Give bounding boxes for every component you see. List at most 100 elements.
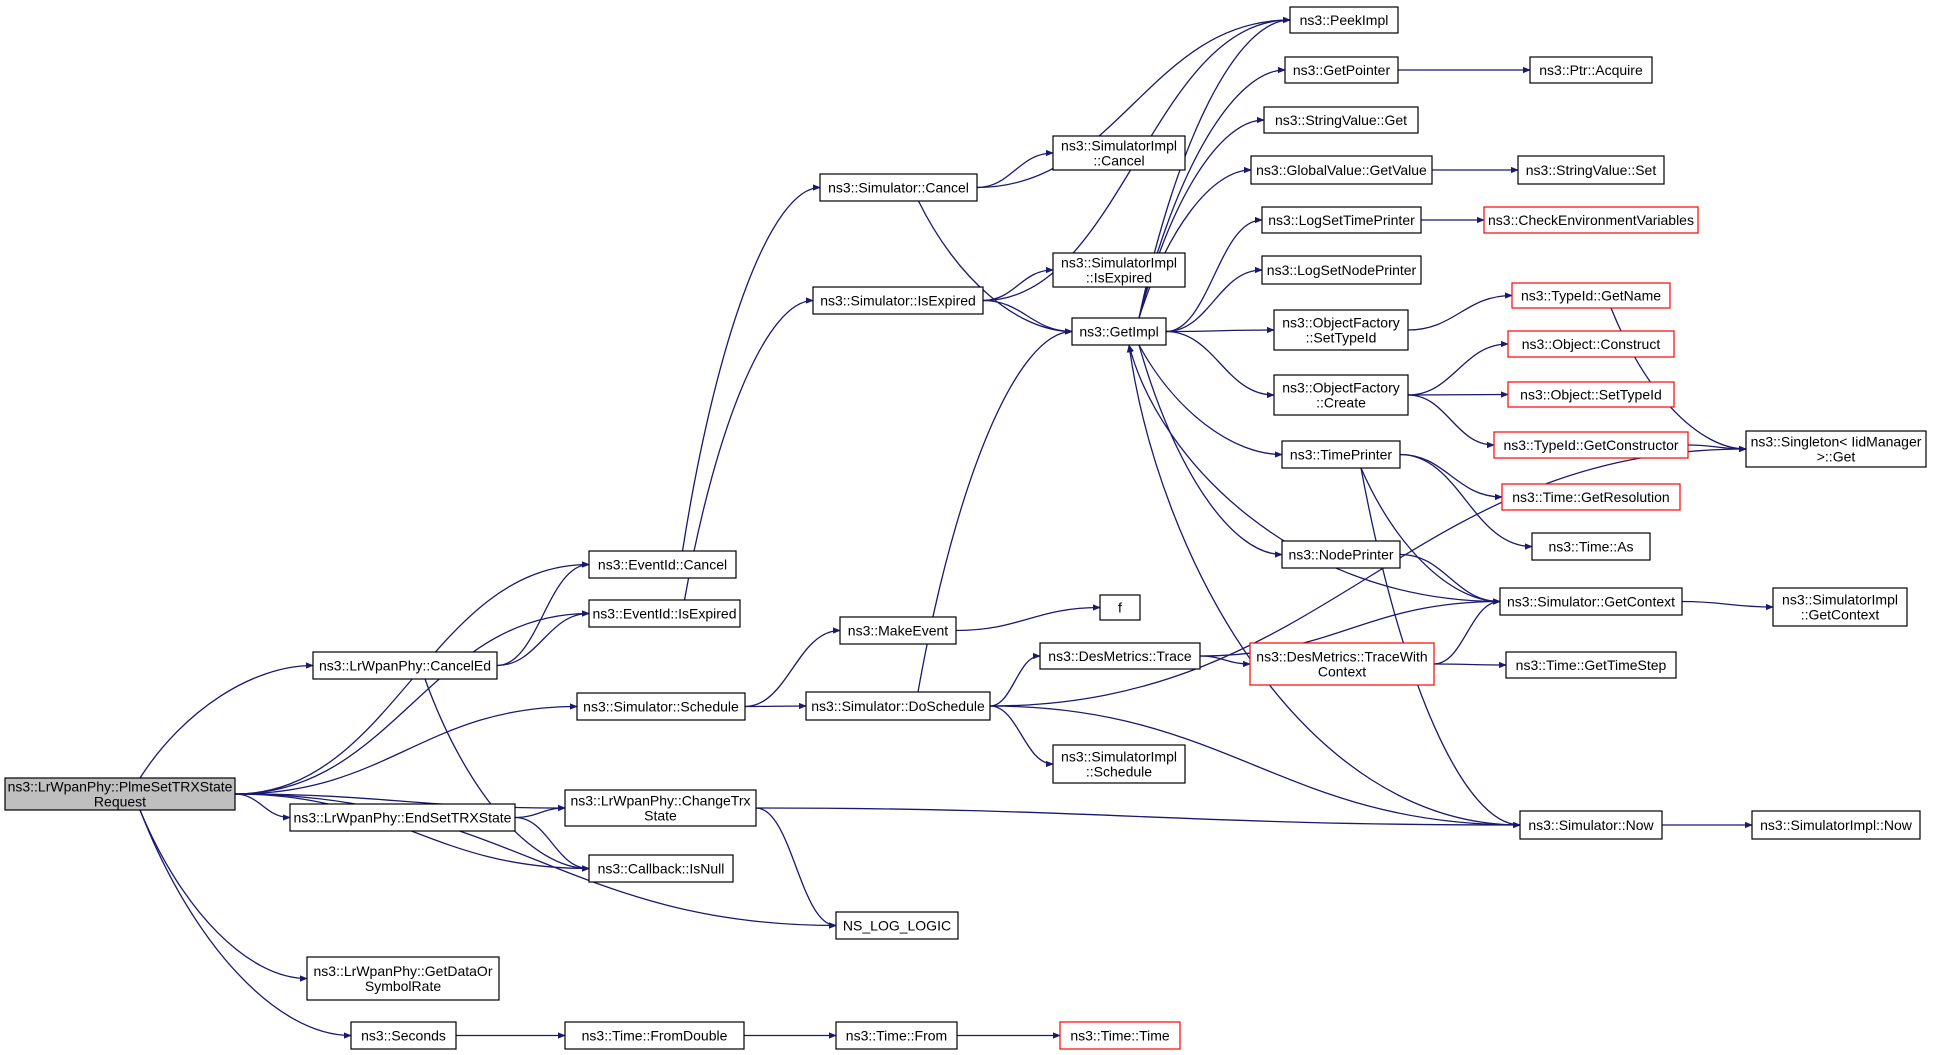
node-box — [588, 550, 737, 579]
node-sim-isexpired[interactable]: ns3::Simulator::IsExpired — [812, 286, 984, 315]
edge-doschedule-to-simimpl_schedule — [989, 705, 1054, 768]
edge-changetrx-to-ns_log_logic — [755, 807, 837, 929]
edge-canceled-to-cb_isnull — [424, 678, 590, 872]
node-label: f — [1118, 600, 1122, 616]
edge-line — [755, 807, 1521, 829]
node-canceled[interactable]: ns3::LrWpanPhy::CancelEd — [312, 651, 498, 680]
node-sim-schedule[interactable]: ns3::Simulator::Schedule — [576, 692, 746, 721]
node-box — [819, 173, 978, 202]
node-box — [1052, 135, 1186, 171]
node-time-getresolution[interactable]: ns3::Time::GetResolution — [1501, 483, 1681, 511]
node-box — [1249, 642, 1435, 686]
node-eventid-isexpired[interactable]: ns3::EventId::IsExpired — [588, 599, 741, 628]
node-label: ns3::Time::GetTimeStep — [1516, 657, 1667, 673]
node-simimpl-schedule[interactable]: ns3::SimulatorImpl::Schedule — [1052, 744, 1186, 784]
edge-line — [1199, 598, 1501, 657]
node-label: ns3::SimulatorImpl — [1061, 138, 1177, 154]
node-fromdouble[interactable]: ns3::Time::FromDouble — [564, 1021, 745, 1050]
node-simimpl-cancel[interactable]: ns3::SimulatorImpl::Cancel — [1052, 135, 1186, 171]
node-box — [564, 1021, 745, 1050]
node-getpointer[interactable]: ns3::GetPointer — [1284, 56, 1399, 84]
node-objfactory-settypeid[interactable]: ns3::ObjectFactory::SetTypeId — [1273, 309, 1409, 351]
node-sim-cancel[interactable]: ns3::Simulator::Cancel — [819, 173, 978, 202]
node-time-time[interactable]: ns3::Time::Time — [1059, 1021, 1181, 1050]
node-desmetrics-trace[interactable]: ns3::DesMetrics::Trace — [1039, 642, 1201, 670]
node-label: ns3::SimulatorImpl — [1061, 255, 1177, 271]
node-simimpl-getcontext[interactable]: ns3::SimulatorImpl::GetContext — [1772, 587, 1908, 627]
node-object-settypeid[interactable]: ns3::Object::SetTypeId — [1507, 381, 1675, 408]
node-endsettrx[interactable]: ns3::LrWpanPhy::EndSetTRXState — [289, 803, 516, 832]
node-checkenv[interactable]: ns3::CheckEnvironmentVariables — [1483, 206, 1699, 234]
node-simimpl-now[interactable]: ns3::SimulatorImpl::Now — [1751, 810, 1921, 840]
node-ns-log-logic[interactable]: NS_LOG_LOGIC — [835, 911, 959, 940]
edge-line — [1138, 344, 1283, 558]
node-label: ns3::Simulator::Schedule — [583, 699, 739, 715]
edge-line — [1165, 216, 1263, 333]
edge-getimpl-to-nodeprinter — [1138, 344, 1283, 558]
node-sim-now[interactable]: ns3::Simulator::Now — [1519, 810, 1663, 840]
node-logsetnodeprinter[interactable]: ns3::LogSetNodePrinter — [1261, 255, 1422, 285]
node-label: ns3::PeekImpl — [1300, 12, 1389, 28]
node-objfactory-create[interactable]: ns3::ObjectFactory::Create — [1273, 374, 1409, 416]
node-peekimpl[interactable]: ns3::PeekImpl — [1289, 6, 1399, 34]
node-label: ns3::Simulator::Cancel — [828, 180, 969, 196]
edge-line — [234, 793, 291, 821]
node-label: ns3::LrWpanPhy::CancelEd — [319, 658, 491, 674]
edge-doschedule-to-desmetrics_trace — [989, 652, 1041, 707]
node-stringvalue-set[interactable]: ns3::StringValue::Set — [1517, 155, 1665, 185]
node-makeevent[interactable]: ns3::MakeEvent — [839, 616, 957, 645]
node-time-as[interactable]: ns3::Time::As — [1531, 532, 1651, 561]
edge-line — [1165, 326, 1275, 334]
edge-objfactory_create-to-object_settypeid — [1407, 391, 1509, 398]
node-simimpl-isexpired[interactable]: ns3::SimulatorImpl::IsExpired — [1052, 252, 1186, 288]
node-singleton-get[interactable]: ns3::Singleton< IidManager>::Get — [1745, 430, 1927, 468]
node-box — [839, 616, 957, 645]
node-eventid-cancel[interactable]: ns3::EventId::Cancel — [588, 550, 737, 579]
node-box — [306, 956, 500, 1001]
node-label: ns3::Simulator::IsExpired — [820, 293, 976, 309]
node-label: ns3::Object::SetTypeId — [1520, 387, 1662, 403]
edge-tracewithcontext-to-sim_getcontext — [1433, 598, 1501, 665]
edge-line — [1407, 391, 1509, 398]
edge-line — [755, 807, 837, 929]
node-ptr-acquire[interactable]: ns3::Ptr::Acquire — [1529, 56, 1653, 84]
edge-doschedule-to-getimpl — [917, 328, 1073, 693]
node-seconds[interactable]: ns3::Seconds — [350, 1021, 457, 1050]
node-nodeprinter[interactable]: ns3::NodePrinter — [1281, 540, 1401, 569]
node-box — [1281, 540, 1401, 569]
node-cb-isnull[interactable]: ns3::Callback::IsNull — [588, 854, 734, 883]
edge-line — [1681, 600, 1774, 611]
node-time-gettimestep[interactable]: ns3::Time::GetTimeStep — [1505, 651, 1677, 679]
node-box — [1772, 587, 1908, 627]
node-label: ns3::Time::As — [1548, 539, 1633, 555]
node-f[interactable]: f — [1099, 594, 1141, 621]
edge-line — [1433, 598, 1501, 665]
node-label: ns3::DesMetrics::Trace — [1048, 648, 1192, 664]
edge-line — [139, 809, 308, 982]
node-timeprinter[interactable]: ns3::TimePrinter — [1281, 440, 1401, 469]
edge-line — [424, 678, 590, 872]
node-box — [1261, 206, 1422, 234]
node-logsettimeprinter[interactable]: ns3::LogSetTimePrinter — [1261, 206, 1422, 234]
node-getimpl[interactable]: ns3::GetImpl — [1071, 317, 1167, 346]
edge-sim_schedule-to-makeevent — [744, 627, 841, 708]
node-label: ::SetTypeId — [1306, 330, 1377, 346]
node-label: ns3::LogSetNodePrinter — [1267, 262, 1417, 278]
node-time-from[interactable]: ns3::Time::From — [835, 1021, 958, 1050]
node-typeid-getconstructor[interactable]: ns3::TypeId::GetConstructor — [1493, 431, 1689, 459]
node-object-construct[interactable]: ns3::Object::Construct — [1507, 330, 1675, 358]
node-typeid-getname[interactable]: ns3::TypeId::GetName — [1511, 282, 1671, 309]
edge-line — [234, 703, 578, 795]
edge-getimpl-to-logsettimeprinter — [1165, 216, 1263, 333]
node-stringvalue-get[interactable]: ns3::StringValue::Get — [1263, 106, 1419, 134]
node-label: Request — [94, 794, 146, 810]
node-globalvalue-getvalue[interactable]: ns3::GlobalValue::GetValue — [1250, 155, 1433, 185]
node-sim-getcontext[interactable]: ns3::Simulator::GetContext — [1499, 587, 1683, 616]
node-label: ns3::TimePrinter — [1290, 447, 1393, 463]
node-doschedule[interactable]: ns3::Simulator::DoSchedule — [805, 691, 991, 721]
edge-getimpl-to-timeprinter — [1138, 344, 1283, 458]
